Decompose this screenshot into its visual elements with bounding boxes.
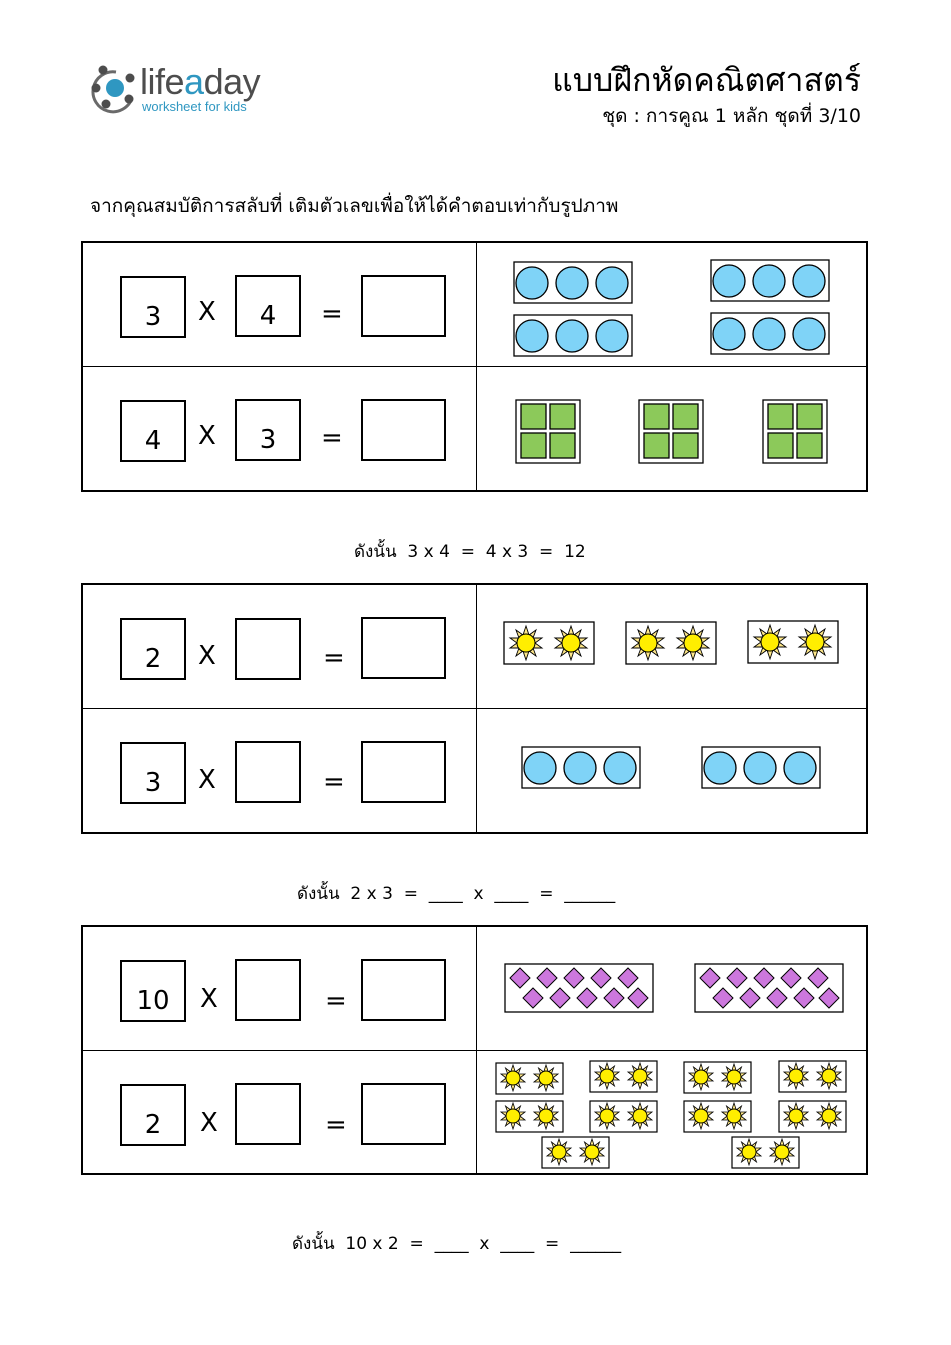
picture-circle-groups bbox=[513, 259, 830, 357]
answer-box[interactable] bbox=[361, 275, 446, 337]
picture-diamond-groups bbox=[504, 963, 844, 1013]
sun-group bbox=[747, 620, 839, 664]
first-factor-box[interactable]: 2 bbox=[120, 1084, 186, 1146]
summary-line-2: ดังนั้น 2 x 3 = ____ x ____ = ______ bbox=[297, 884, 616, 904]
answer-box[interactable] bbox=[361, 399, 446, 461]
picture-circle-groups bbox=[521, 746, 821, 789]
sun-group bbox=[625, 621, 717, 665]
problem-row: 2 X = bbox=[83, 585, 866, 709]
circle-group bbox=[513, 261, 633, 304]
first-factor-box[interactable]: 3 bbox=[120, 742, 186, 804]
first-factor-box[interactable]: 10 bbox=[120, 960, 186, 1022]
sun-group bbox=[589, 1100, 658, 1133]
circle-group bbox=[513, 314, 633, 357]
problem-table-3: 10 X = 2 X = bbox=[81, 925, 868, 1175]
answer-box[interactable] bbox=[361, 617, 446, 679]
square-group bbox=[638, 399, 704, 464]
answer-box[interactable] bbox=[361, 741, 446, 803]
answer-box[interactable] bbox=[361, 1083, 446, 1145]
first-factor-box[interactable]: 3 bbox=[120, 276, 186, 338]
equals-sign: = bbox=[325, 1110, 347, 1140]
sun-group bbox=[778, 1060, 847, 1093]
problem-row: 3 X 4 = bbox=[83, 243, 866, 367]
second-factor-box[interactable] bbox=[235, 741, 301, 803]
worksheet-subtitle: ชุด : การคูณ 1 หลัก ชุดที่ 3/10 bbox=[602, 105, 861, 127]
equals-sign: = bbox=[323, 767, 345, 797]
times-sign: X bbox=[200, 984, 218, 1014]
second-factor-box[interactable] bbox=[235, 1083, 301, 1145]
times-sign: X bbox=[200, 1108, 218, 1138]
sun-group bbox=[683, 1100, 752, 1133]
problem-table-1: 3 X 4 = 4 X 3 = bbox=[81, 241, 868, 492]
first-factor-box[interactable]: 2 bbox=[120, 618, 186, 680]
problem-row: 10 X = bbox=[83, 927, 866, 1051]
second-factor-box[interactable] bbox=[235, 618, 301, 680]
summary-line-1: ดังนั้น 3 x 4 = 4 x 3 = 12 bbox=[354, 542, 586, 562]
sun-group bbox=[683, 1061, 752, 1094]
times-sign: X bbox=[198, 421, 216, 451]
equals-sign: = bbox=[321, 423, 343, 453]
sun-group bbox=[495, 1100, 564, 1133]
picture-sun-groups bbox=[503, 620, 839, 665]
equals-sign: = bbox=[323, 643, 345, 673]
times-sign: X bbox=[198, 297, 216, 327]
problem-table-2: 2 X = 3 X = bbox=[81, 583, 868, 834]
circle-group bbox=[521, 746, 641, 789]
worksheet-title: แบบฝึกหัดคณิตศาสตร์ bbox=[552, 61, 861, 99]
times-sign: X bbox=[198, 765, 216, 795]
problem-row: 3 X = bbox=[83, 709, 866, 833]
sun-group bbox=[541, 1136, 610, 1169]
sun-group bbox=[503, 621, 595, 665]
times-sign: X bbox=[198, 641, 216, 671]
circle-group bbox=[710, 259, 830, 302]
answer-box[interactable] bbox=[361, 959, 446, 1021]
circle-group bbox=[701, 746, 821, 789]
square-group bbox=[762, 399, 828, 464]
instruction-text: จากคุณสมบัติการสลับที่ เติมตัวเลขเพื่อให… bbox=[90, 195, 619, 217]
first-factor-box[interactable]: 4 bbox=[120, 400, 186, 462]
picture-square-groups bbox=[515, 399, 828, 464]
sun-group bbox=[731, 1136, 800, 1169]
summary-line-3: ดังนั้น 10 x 2 = ____ x ____ = ______ bbox=[292, 1234, 622, 1254]
second-factor-box[interactable]: 4 bbox=[235, 275, 301, 337]
sun-group bbox=[778, 1100, 847, 1133]
second-factor-box[interactable] bbox=[235, 959, 301, 1021]
picture-small-sun-groups bbox=[495, 1060, 847, 1169]
sun-group bbox=[495, 1062, 564, 1095]
problem-row: 4 X 3 = bbox=[83, 367, 866, 491]
lifeaday-logo-icon bbox=[91, 65, 135, 114]
logo-wordmark: lifeaday bbox=[140, 61, 261, 102]
equals-sign: = bbox=[325, 986, 347, 1016]
diamond-group bbox=[694, 963, 844, 1013]
equals-sign: = bbox=[321, 299, 343, 329]
square-group bbox=[515, 399, 581, 464]
sun-group bbox=[589, 1060, 658, 1093]
circle-group bbox=[710, 312, 830, 355]
second-factor-box[interactable]: 3 bbox=[235, 399, 301, 461]
problem-row: 2 X = bbox=[83, 1051, 866, 1175]
diamond-group bbox=[504, 963, 654, 1013]
logo-tagline: worksheet for kids bbox=[142, 99, 247, 114]
